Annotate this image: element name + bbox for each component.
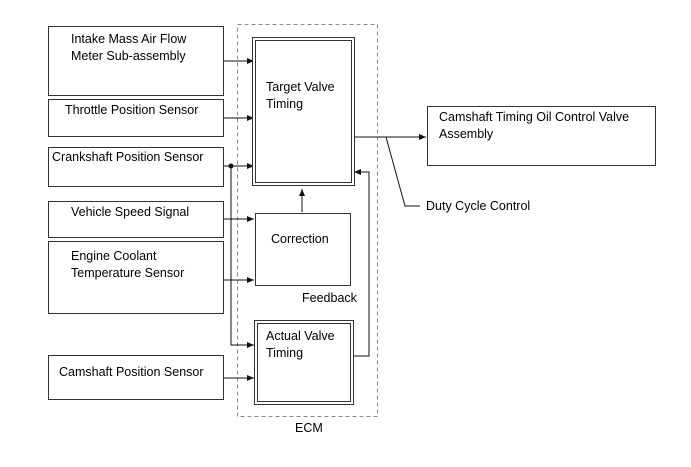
label-vehicle-speed: Vehicle Speed Signal xyxy=(71,205,190,219)
box-camshaft-sensor: Camshaft Position Sensor xyxy=(48,355,224,400)
label-throttle-sensor: Throttle Position Sensor xyxy=(65,103,199,117)
box-vehicle-speed: Vehicle Speed Signal xyxy=(48,201,224,238)
box-intake-maf: Intake Mass Air Flow Meter Sub-assembly xyxy=(48,26,224,96)
box-actual-valve-timing: Actual Valve Timing xyxy=(257,323,351,402)
label-feedback: Feedback xyxy=(302,291,357,305)
label-coolant-sensor: Engine Coolant Temperature Sensor xyxy=(71,249,185,280)
label-intake-maf: Intake Mass Air Flow Meter Sub-assembly xyxy=(71,32,187,63)
line-crank-branch-to-actual xyxy=(230,166,254,348)
label-target-valve-timing: Target Valve Timing xyxy=(266,80,335,111)
box-correction: Correction xyxy=(255,213,351,286)
box-oil-control-valve: Camshaft Timing Oil Control Valve Assemb… xyxy=(427,106,656,166)
line-duty-cycle-leader xyxy=(385,136,420,207)
box-throttle-sensor: Throttle Position Sensor xyxy=(48,99,224,137)
ecm-boundary xyxy=(237,24,378,417)
box-crankshaft-sensor: Crankshaft Position Sensor xyxy=(48,147,224,187)
label-oil-control-valve: Camshaft Timing Oil Control Valve Assemb… xyxy=(439,110,630,141)
label-ecm: ECM xyxy=(295,421,323,435)
junction-dot xyxy=(228,163,234,169)
label-crankshaft-sensor: Crankshaft Position Sensor xyxy=(52,150,204,164)
label-actual-valve-timing: Actual Valve Timing xyxy=(266,329,335,360)
label-camshaft-sensor: Camshaft Position Sensor xyxy=(59,365,204,379)
box-coolant-sensor: Engine Coolant Temperature Sensor xyxy=(48,241,224,314)
label-correction: Correction xyxy=(271,232,329,246)
label-duty-cycle: Duty Cycle Control xyxy=(426,199,531,213)
line-feedback-loop xyxy=(351,169,370,357)
box-target-valve-timing: Target Valve Timing xyxy=(255,40,352,183)
